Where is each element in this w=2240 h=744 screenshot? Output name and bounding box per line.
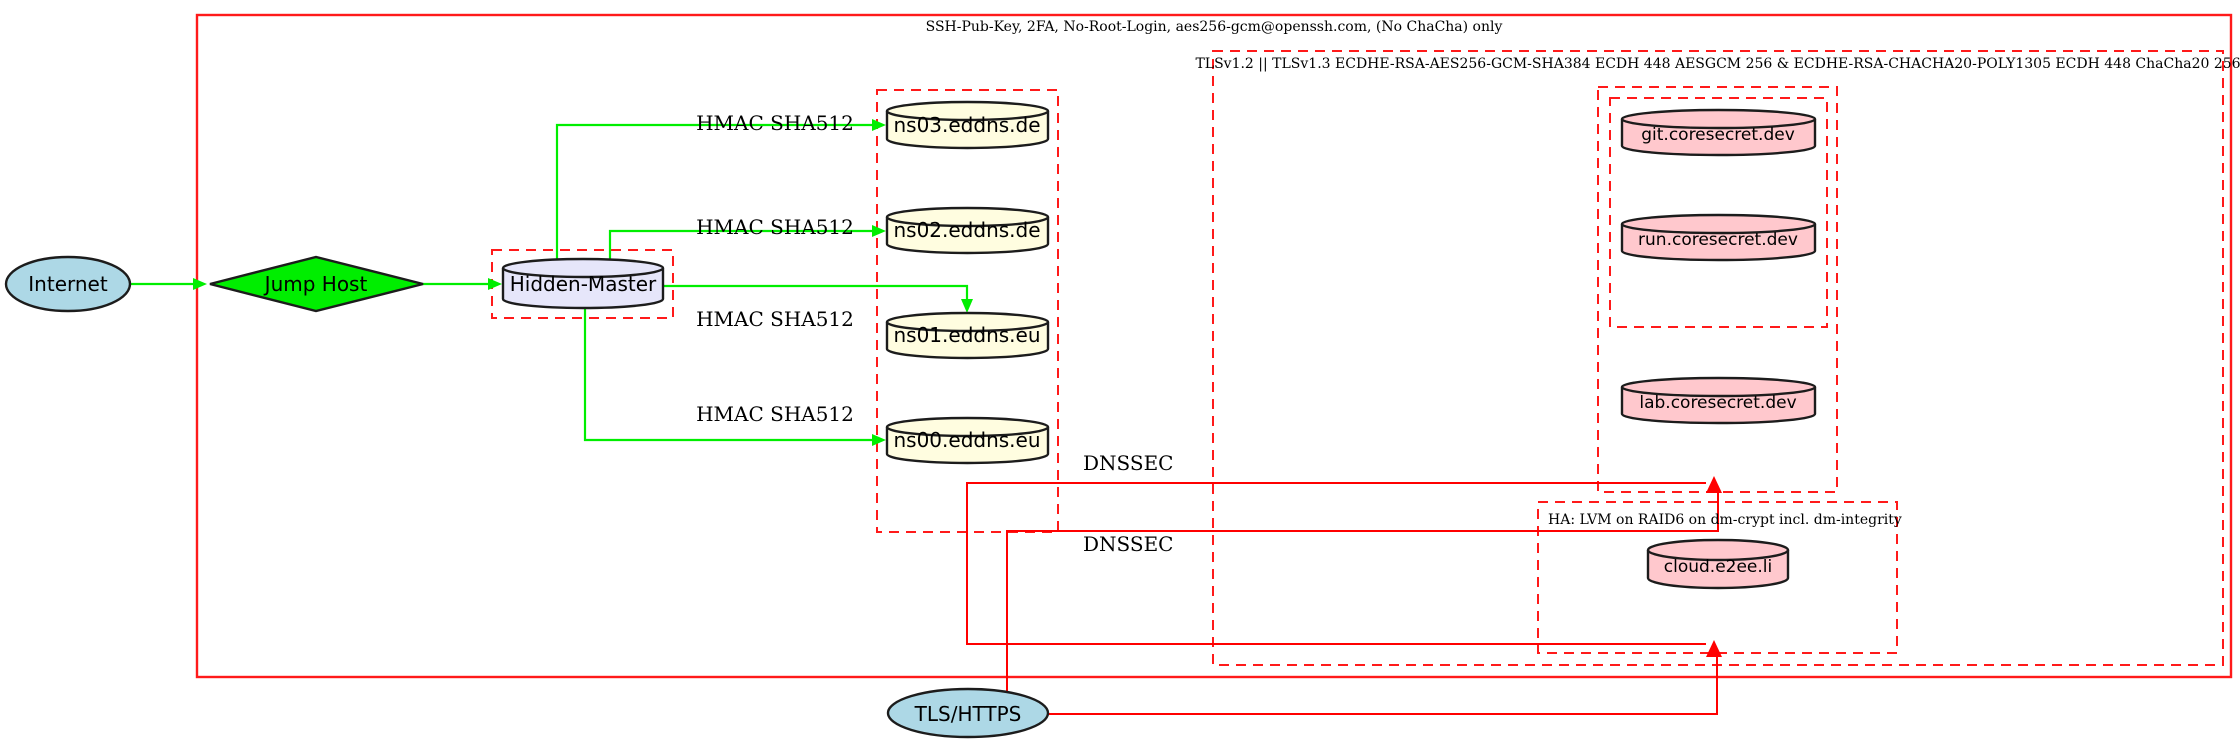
- ns03-node: [885, 100, 1050, 150]
- dnssec-label-2: DNSSEC: [1083, 532, 1174, 556]
- cluster-boxes: [195, 13, 2233, 679]
- coresecret-cluster-box: [1597, 86, 1838, 493]
- lab-label: lab.coresecret.dev: [1639, 393, 1796, 413]
- edge-master-ns02: [608, 229, 873, 260]
- arrowhead-jump-icon: [193, 278, 207, 290]
- gitrun-cluster-box: [1609, 97, 1828, 328]
- internet-node: [4, 255, 132, 313]
- tls-to-coresecret-edge: [1006, 493, 1719, 691]
- nodes-layer: [4, 100, 1817, 739]
- dnssec-edge-path: [966, 482, 1706, 645]
- arrowhead-master-icon: [488, 278, 502, 290]
- ns00-label: ns00.eddns.eu: [893, 428, 1040, 452]
- internet-label: Internet: [28, 272, 108, 296]
- tls-https-label: TLS/HTTPS: [914, 702, 1022, 726]
- arrowhead-ns01-icon: [961, 299, 973, 313]
- run-node: [1620, 213, 1817, 262]
- ns01-node: [885, 311, 1050, 360]
- lab-node: [1620, 376, 1817, 425]
- ha-cluster-label: HA: LVM on RAID6 on dm-crypt incl. dm-in…: [1548, 512, 1902, 528]
- dns-cluster-box: [876, 89, 1059, 533]
- jump-host-node: [209, 255, 424, 313]
- edge-master-ns00: [583, 307, 873, 442]
- tls-dnssec-edges: [966, 482, 1719, 715]
- tls-https-node: [886, 687, 1050, 739]
- dnssec-label-1: DNSSEC: [1083, 451, 1174, 475]
- ssh-cluster-label: SSH-Pub-Key, 2FA, No-Root-Login, aes256-…: [926, 19, 1503, 35]
- git-node: [1620, 108, 1817, 157]
- hmac-label-ns03: HMAC SHA512: [696, 111, 854, 135]
- ns00-node: [885, 416, 1050, 465]
- run-label: run.coresecret.dev: [1638, 230, 1798, 250]
- arrowhead-ns02-icon: [872, 225, 886, 237]
- ns03-label: ns03.eddns.de: [893, 113, 1040, 137]
- hidden-master-node: [501, 257, 665, 310]
- secure-edges: [130, 123, 969, 442]
- edge-master-ns03: [555, 123, 873, 260]
- tls-to-ha-edge: [1047, 657, 1718, 715]
- red-arrowheads: [1706, 476, 1722, 657]
- arrowhead-ns00-icon: [872, 434, 886, 446]
- cloud-node: [1646, 538, 1790, 590]
- edge-master-ns01: [663, 284, 969, 300]
- hmac-label-ns02: HMAC SHA512: [696, 215, 854, 239]
- tls-cluster-label: TLSv1.2 || TLSv1.3 ECDHE-RSA-AES256-GCM-…: [1195, 56, 2240, 72]
- arrowhead-ha-icon: [1706, 640, 1722, 657]
- ssh-cluster-box: [195, 13, 2233, 679]
- cloud-label: cloud.e2ee.li: [1664, 557, 1772, 577]
- hidden-master-label: Hidden-Master: [510, 272, 657, 296]
- arrowhead-coresecret-icon: [1706, 476, 1722, 493]
- ns02-label: ns02.eddns.de: [893, 218, 1040, 242]
- hmac-label-ns00: HMAC SHA512: [696, 402, 854, 426]
- ns02-node: [885, 206, 1050, 255]
- git-label: git.coresecret.dev: [1641, 125, 1795, 145]
- ns01-label: ns01.eddns.eu: [893, 323, 1040, 347]
- green-arrowheads: [193, 119, 973, 446]
- hmac-label-ns01: HMAC SHA512: [696, 307, 854, 331]
- jump-host-label: Jump Host: [263, 272, 368, 296]
- arrowhead-ns03-icon: [872, 119, 886, 131]
